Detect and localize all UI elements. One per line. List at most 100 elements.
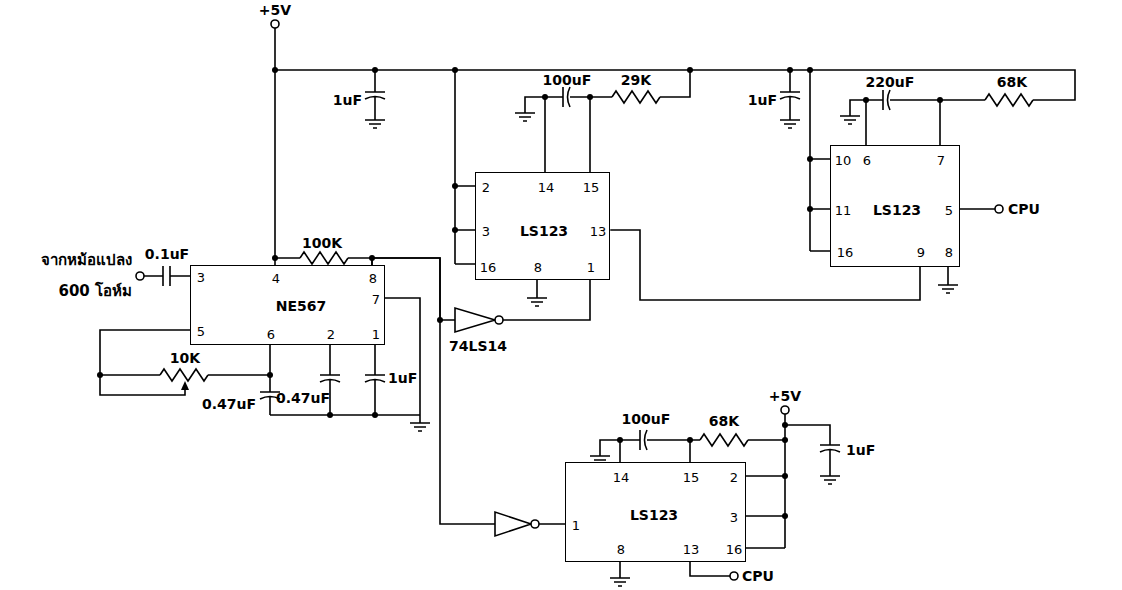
junction-dot [617,437,623,443]
pin-number: 15 [683,471,700,484]
resistor-symbol [612,91,660,103]
ground-symbol [780,112,800,128]
inverter-bubble [495,316,503,324]
junction-dot [587,94,593,100]
ic-box: LS123214153131681 [475,172,610,280]
pin-number: 7 [372,293,380,306]
junction-dot [452,67,458,73]
component-label: 0.47uF [276,391,330,405]
pin-number: 11 [835,204,852,217]
component-label: 68K [997,75,1027,89]
capacitor-symbol [144,266,190,286]
ground-symbol [527,290,547,306]
pin-number: 3 [482,225,490,238]
capacitor-symbol [365,345,385,415]
junction-dot [97,372,103,378]
inverter-bubble [531,520,539,528]
component-label: 1uF [846,443,875,457]
junction-dot [327,412,333,418]
wire [810,70,830,251]
resistor-symbol [700,434,748,446]
junction-dot [372,412,378,418]
pin-number: 16 [726,543,743,556]
pin-number: 2 [482,181,490,194]
pin-number: 3 [730,511,738,524]
pin-number: 14 [538,181,555,194]
ground-symbol [365,112,385,128]
pin-number: 6 [267,328,275,341]
component-label: 100uF [543,73,592,87]
pin-number: 16 [480,261,497,274]
junction-dot [687,67,693,73]
ground-symbol [840,108,860,124]
pin-number: 10 [835,154,852,167]
component-label: 10K [170,351,200,365]
ic-box: LS123 10 6 7 11 5 16 9 8 [830,145,960,267]
terminal [781,406,789,414]
component-label: 1uF [333,93,362,107]
component-label: 1uF [748,93,777,107]
pin-number: 8 [617,543,625,556]
pin-number: 1 [587,261,595,274]
ic-name: LS123 [520,224,568,238]
component-label: 100K [302,236,342,250]
junction-dot [372,67,378,73]
pin-number: 16 [837,246,854,259]
pin-number: 13 [683,543,700,556]
terminal [271,20,279,28]
component-label: จากหม้อแปลง [41,253,132,268]
terminal [730,572,738,580]
capacitor-symbol [365,70,385,112]
wiper-arrow [181,381,189,390]
component-label: 74LS14 [449,339,507,353]
pin-number: 6 [863,154,871,167]
pin-number: 2 [327,328,335,341]
component-label: 0.47uF [202,397,256,411]
pin-number: 5 [197,325,205,338]
junction-dot [807,67,813,73]
junction-dot [782,422,788,428]
junction-dot [437,317,443,323]
component-label: 0.1uF [145,247,189,261]
wire [275,257,372,259]
pin-number: 14 [613,471,630,484]
component-label: CPU [1008,202,1040,216]
pin-number: 5 [945,204,953,217]
junction-dot [782,473,788,479]
component-label: 600 โอห์ม [58,284,132,299]
junction-dot [369,255,375,261]
terminal [995,205,1003,213]
pin-number: 7 [937,154,945,167]
ground-symbol [410,415,430,431]
ic-box: NE56748375621 [190,265,385,345]
pin-number: 1 [572,519,580,532]
junction-dot [787,67,793,73]
pin-number: 9 [917,246,925,259]
pin-number: 13 [590,225,607,238]
junction-dot [807,206,813,212]
ic-box: LS123141521381316 [565,462,746,562]
ground-symbol [820,468,840,484]
capacitor-symbol [866,90,940,110]
ic-name: LS123 [630,508,678,522]
component-label: +5V [769,389,801,403]
junction-dot [267,372,273,378]
pin-number: 3 [197,271,205,284]
component-label: 29K [621,73,651,87]
junction-dot [782,513,788,519]
junction-dot [782,437,788,443]
ic-name: LS123 [873,203,921,217]
component-label: 1uF [388,371,417,385]
junction-dot [452,227,458,233]
wire [745,414,785,548]
junction-dot [452,183,458,189]
junction-dot [807,156,813,162]
pin-number: 8 [945,246,953,259]
pin-number: 8 [369,272,377,285]
ground-symbol [610,570,630,586]
capacitor-symbol [545,87,590,107]
